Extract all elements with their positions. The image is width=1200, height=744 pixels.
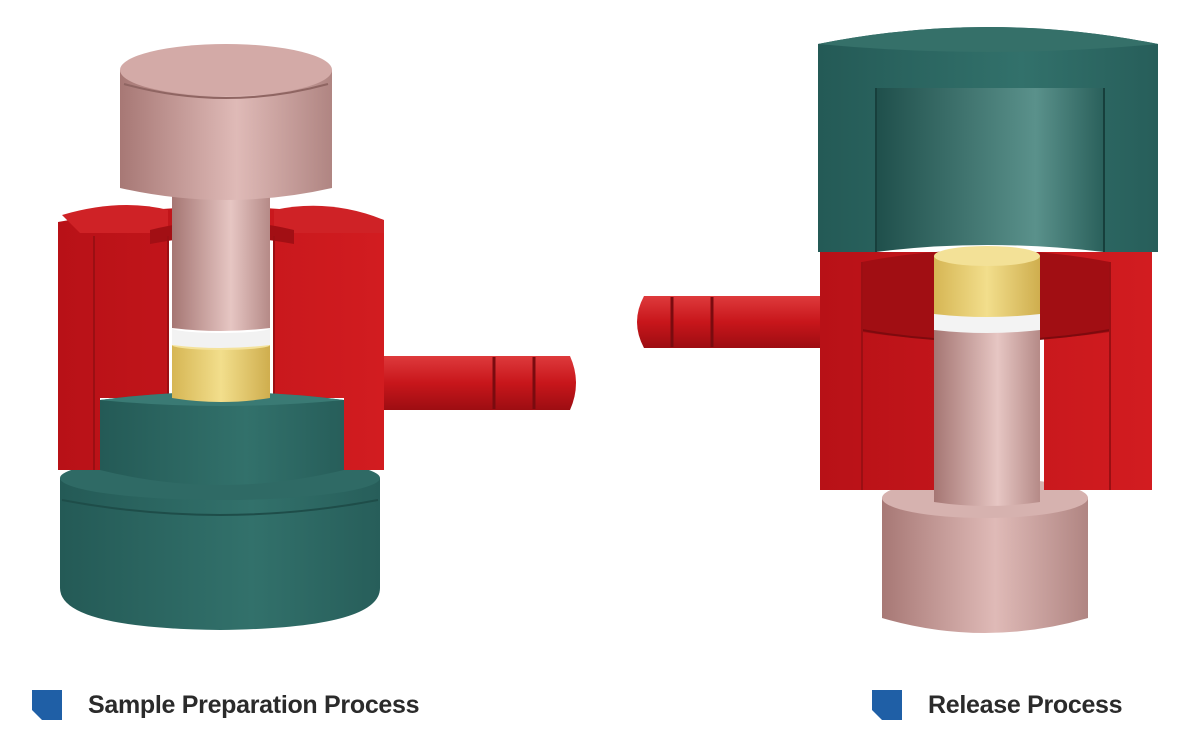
sample-preparation-assembly: [58, 44, 576, 630]
punch-cap: [120, 44, 332, 200]
square-marker-icon: [872, 690, 902, 720]
legend-label-release: Release Process: [928, 690, 1123, 719]
legend-sample-preparation: Sample Preparation Process: [32, 690, 420, 720]
die-upper: [100, 392, 344, 485]
release-spacer-disc: [934, 314, 1040, 333]
legend-label-sample-preparation: Sample Preparation Process: [88, 690, 420, 719]
punch-rod: [172, 195, 270, 331]
release-assembly: [637, 27, 1158, 633]
square-marker-icon: [32, 690, 62, 720]
sample-pellet: [172, 340, 270, 402]
release-punch-rod: [934, 325, 1040, 506]
side-rod-left: [637, 296, 830, 348]
release-receiver-cap: [818, 27, 1158, 252]
legend-release: Release Process: [872, 690, 1123, 720]
side-rod-right: [384, 356, 576, 410]
release-sample-pellet: [934, 246, 1040, 317]
